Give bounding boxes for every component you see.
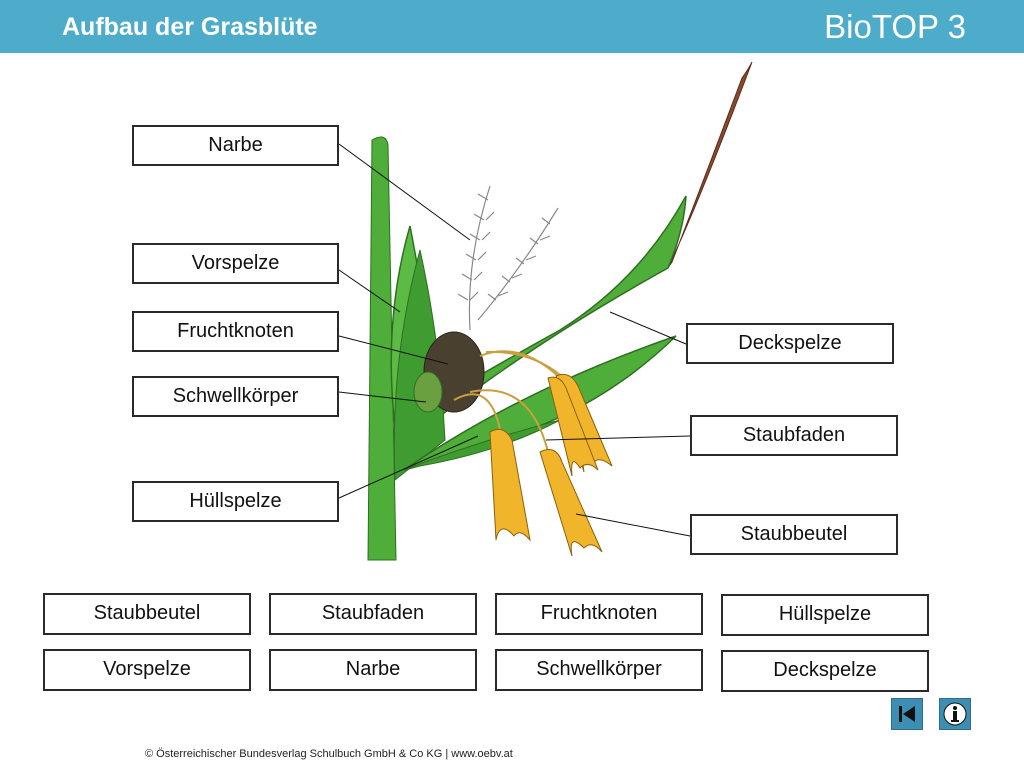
label-fruchtknoten[interactable]: Fruchtknoten — [132, 311, 339, 352]
word-tile-narbe[interactable]: Narbe — [269, 649, 477, 691]
label-narbe[interactable]: Narbe — [132, 125, 339, 166]
word-tile-vorspelze[interactable]: Vorspelze — [43, 649, 251, 691]
word-tile-staubfaden[interactable]: Staubfaden — [269, 593, 477, 635]
info-icon — [943, 702, 967, 726]
brand-logo: BioTOP 3 — [824, 8, 966, 45]
word-tile-deckspelze[interactable]: Deckspelze — [721, 650, 929, 692]
word-tile-huellspelze[interactable]: Hüllspelze — [721, 594, 929, 636]
word-tile-staubbeutel[interactable]: Staubbeutel — [43, 593, 251, 635]
header-bar: Aufbau der Grasblüte BioTOP 3 — [0, 0, 1024, 53]
back-button[interactable] — [891, 698, 923, 730]
label-staubbeutel[interactable]: Staubbeutel — [690, 514, 898, 555]
footer-copyright: © Österreichischer Bundesverlag Schulbuc… — [145, 748, 513, 760]
info-button[interactable] — [939, 698, 971, 730]
label-huellspelze[interactable]: Hüllspelze — [132, 481, 339, 522]
label-deckspelze[interactable]: Deckspelze — [686, 323, 894, 364]
word-tile-fruchtknoten[interactable]: Fruchtknoten — [495, 593, 703, 635]
label-staubfaden[interactable]: Staubfaden — [690, 415, 898, 456]
word-tile-schwellkoerper[interactable]: Schwellkörper — [495, 649, 703, 691]
label-vorspelze[interactable]: Vorspelze — [132, 243, 339, 284]
page-title: Aufbau der Grasblüte — [62, 13, 318, 41]
skip-back-icon — [899, 706, 915, 722]
label-schwellkoerper[interactable]: Schwellkörper — [132, 376, 339, 417]
